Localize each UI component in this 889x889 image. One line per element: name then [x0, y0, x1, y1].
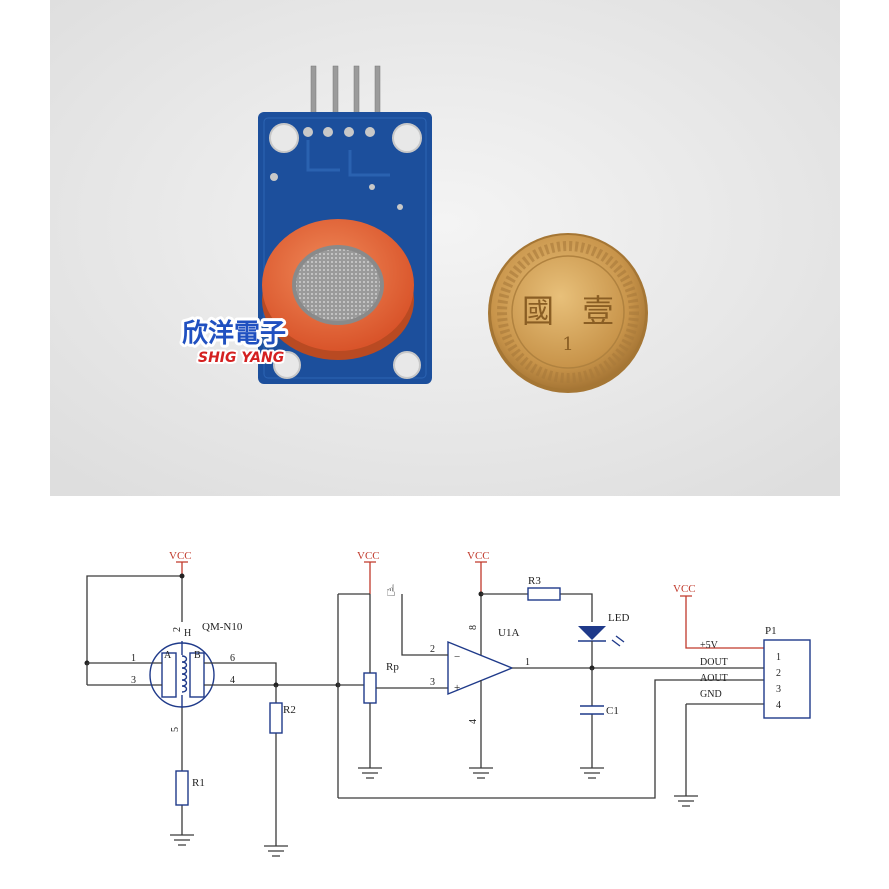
- signal-aout: AOUT: [700, 673, 728, 684]
- coin: 國 壹 1: [488, 233, 648, 393]
- rp-label: Rp: [386, 661, 399, 673]
- signal-dout: DOUT: [700, 657, 728, 668]
- sensor-pin-1: 1: [131, 653, 136, 664]
- mount-hole: [269, 123, 299, 153]
- header-pins: [310, 65, 381, 127]
- opamp-pin-1: 1: [525, 657, 530, 668]
- coin-glyph-right: 壹: [582, 292, 614, 330]
- coin-glyph-left: 國: [522, 292, 554, 330]
- connector-pin-4: 4: [776, 700, 781, 711]
- sensor-pin-2: 2: [172, 627, 183, 632]
- sensor-pin-5: 5: [170, 727, 181, 732]
- sensor-pin-4: 4: [230, 675, 235, 686]
- opamp-name: U1A: [498, 627, 519, 639]
- signal-gnd: GND: [700, 689, 722, 700]
- sensor-pin-6: 6: [230, 653, 235, 664]
- vcc-label-opamp: VCC: [467, 550, 490, 562]
- coin-numeral: 1: [562, 334, 573, 355]
- capacitor-c1: [580, 705, 604, 715]
- opamp-pin-3: 3: [430, 677, 435, 688]
- r2-label: R2: [283, 704, 296, 716]
- mount-hole: [393, 351, 421, 379]
- sensor-pin-b: B: [194, 650, 201, 661]
- mount-hole: [273, 351, 301, 379]
- sensor-qm-n10: [149, 641, 215, 708]
- shig-yang-logo: 欣洋電子 欣洋電子 SHIG YANG SHIG YANG: [179, 315, 289, 368]
- hand-cursor-icon: ☝: [386, 581, 396, 600]
- opamp-pin-2: 2: [430, 644, 435, 655]
- c1-label: C1: [606, 705, 619, 717]
- sensor-pin-a: A: [164, 650, 172, 661]
- r3-label: R3: [528, 575, 541, 587]
- logo-english-outline: SHIG YANG: [198, 350, 284, 366]
- vcc-label-rp: VCC: [357, 550, 380, 562]
- opamp-pin-8: 8: [468, 625, 479, 630]
- connector-pin-1: 1: [776, 652, 781, 663]
- mount-hole: [392, 123, 422, 153]
- r1-label: R1: [192, 777, 205, 789]
- vcc-label-connector: VCC: [673, 583, 696, 595]
- connector-pin-3: 3: [776, 684, 781, 695]
- logo-chinese: 欣洋電子: [182, 318, 286, 349]
- connector-pin-2: 2: [776, 668, 781, 679]
- gas-sensor-cap: [262, 219, 414, 360]
- photo-background: [50, 0, 840, 496]
- resistor-r1: [175, 770, 189, 806]
- led-label: LED: [608, 612, 629, 624]
- led-indicator: [578, 626, 625, 647]
- opamp-u1a: [401, 594, 600, 768]
- resistor-r2: [269, 702, 283, 734]
- product-photo: 欣洋電子 欣洋電子 SHIG YANG SHIG YANG 國 壹 1: [50, 0, 840, 496]
- circuit-schematic: VCC VCC VCC VCC QM-N10 H A B 1 3 6 4 2 5…: [84, 550, 811, 857]
- connector-p1: [763, 639, 811, 719]
- vcc-label-sensor: VCC: [169, 550, 192, 562]
- opamp-minus: −: [454, 651, 460, 663]
- sensor-pin-3: 3: [131, 675, 136, 686]
- logo-english: SHIG YANG: [198, 350, 284, 366]
- signal-5v: +5V: [700, 640, 719, 651]
- opamp-pin-4: 4: [468, 719, 479, 724]
- opamp-plus: +: [454, 682, 460, 694]
- sensor-name: QM-N10: [202, 621, 243, 633]
- resistor-r3: [527, 587, 561, 601]
- logo-chinese-outline: 欣洋電子: [182, 318, 286, 349]
- potentiometer-rp: [363, 672, 377, 704]
- sensor-pin-h: H: [184, 628, 191, 639]
- connector-name: P1: [765, 625, 777, 637]
